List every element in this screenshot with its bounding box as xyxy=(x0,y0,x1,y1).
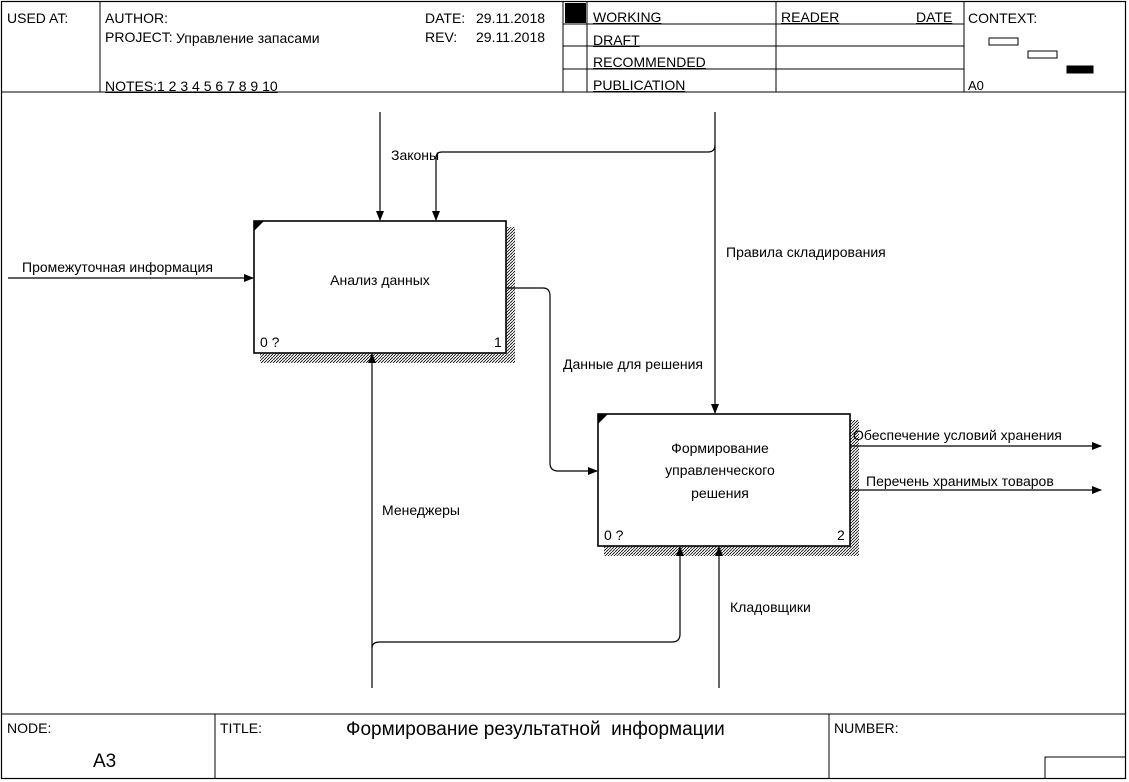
label-mechanism-managers: Менеджеры xyxy=(382,502,460,518)
project-label: PROJECT: xyxy=(105,29,173,45)
date-value: 29.11.2018 xyxy=(476,10,546,26)
project-value: Управление запасами xyxy=(176,30,320,46)
box-2-cost: 0 ? xyxy=(604,527,624,543)
box-2-title-line-1: Формирование xyxy=(671,440,769,456)
box-2-corner xyxy=(598,414,608,424)
box-2 xyxy=(597,413,851,547)
context-node: A0 xyxy=(968,78,984,93)
box-1-cost: 0 ? xyxy=(260,334,280,350)
box-2-number: 2 xyxy=(837,527,845,543)
arrow-output-1 xyxy=(506,287,598,475)
box-1-number: 1 xyxy=(494,334,502,350)
status-draft: DRAFT xyxy=(593,32,640,48)
footer-grid xyxy=(1,713,1126,778)
arrow-mechanism-managers-branch xyxy=(371,546,684,649)
notes-value: 1 2 3 4 5 6 7 8 9 10 xyxy=(157,78,278,94)
label-output-1: Данные для решения xyxy=(563,356,703,372)
working-status-marker xyxy=(565,3,586,23)
status-publication: PUBLICATION xyxy=(593,77,686,93)
diagram-title: Формирование результатной информации xyxy=(346,719,725,740)
title-label: TITLE: xyxy=(220,720,263,736)
context-label: CONTEXT: xyxy=(968,10,1038,26)
label-output-2b: Перечень хранимых товаров xyxy=(866,473,1054,489)
notes-label: NOTES: xyxy=(105,78,158,94)
node-value: A3 xyxy=(93,751,117,772)
node-label: NODE: xyxy=(7,720,52,736)
label-mechanism-storekeepers: Кладовщики xyxy=(730,599,811,615)
context-thumbnail xyxy=(988,37,1094,74)
label-input-1: Промежуточная информация xyxy=(22,259,213,275)
used-at-label: USED AT: xyxy=(7,10,69,26)
arrow-control-rules-branch xyxy=(432,144,716,221)
reader-date-label: DATE xyxy=(916,9,953,25)
box-1-title: Анализ данных xyxy=(330,272,430,288)
number-label: NUMBER: xyxy=(834,720,899,736)
date-label: DATE: xyxy=(425,10,466,26)
status-working: WORKING xyxy=(593,9,662,25)
label-control-laws: Законы xyxy=(391,147,440,163)
box-2-title-line-3: решения xyxy=(691,485,749,501)
label-control-rules: Правила складирования xyxy=(726,244,886,260)
box-1-corner xyxy=(254,221,264,231)
status-recommended: RECOMMENDED xyxy=(593,54,706,70)
box-2-title-line-2: управленческого xyxy=(665,462,775,478)
box-1 xyxy=(253,220,507,354)
label-output-2a: Обеспечение условий хранения xyxy=(853,427,1062,443)
rev-label: REV: xyxy=(425,29,458,45)
author-label: AUTHOR: xyxy=(105,10,168,26)
rev-value: 29.11.2018 xyxy=(476,29,546,45)
header-grid xyxy=(1,1,1126,93)
reader-label: READER xyxy=(781,9,840,25)
